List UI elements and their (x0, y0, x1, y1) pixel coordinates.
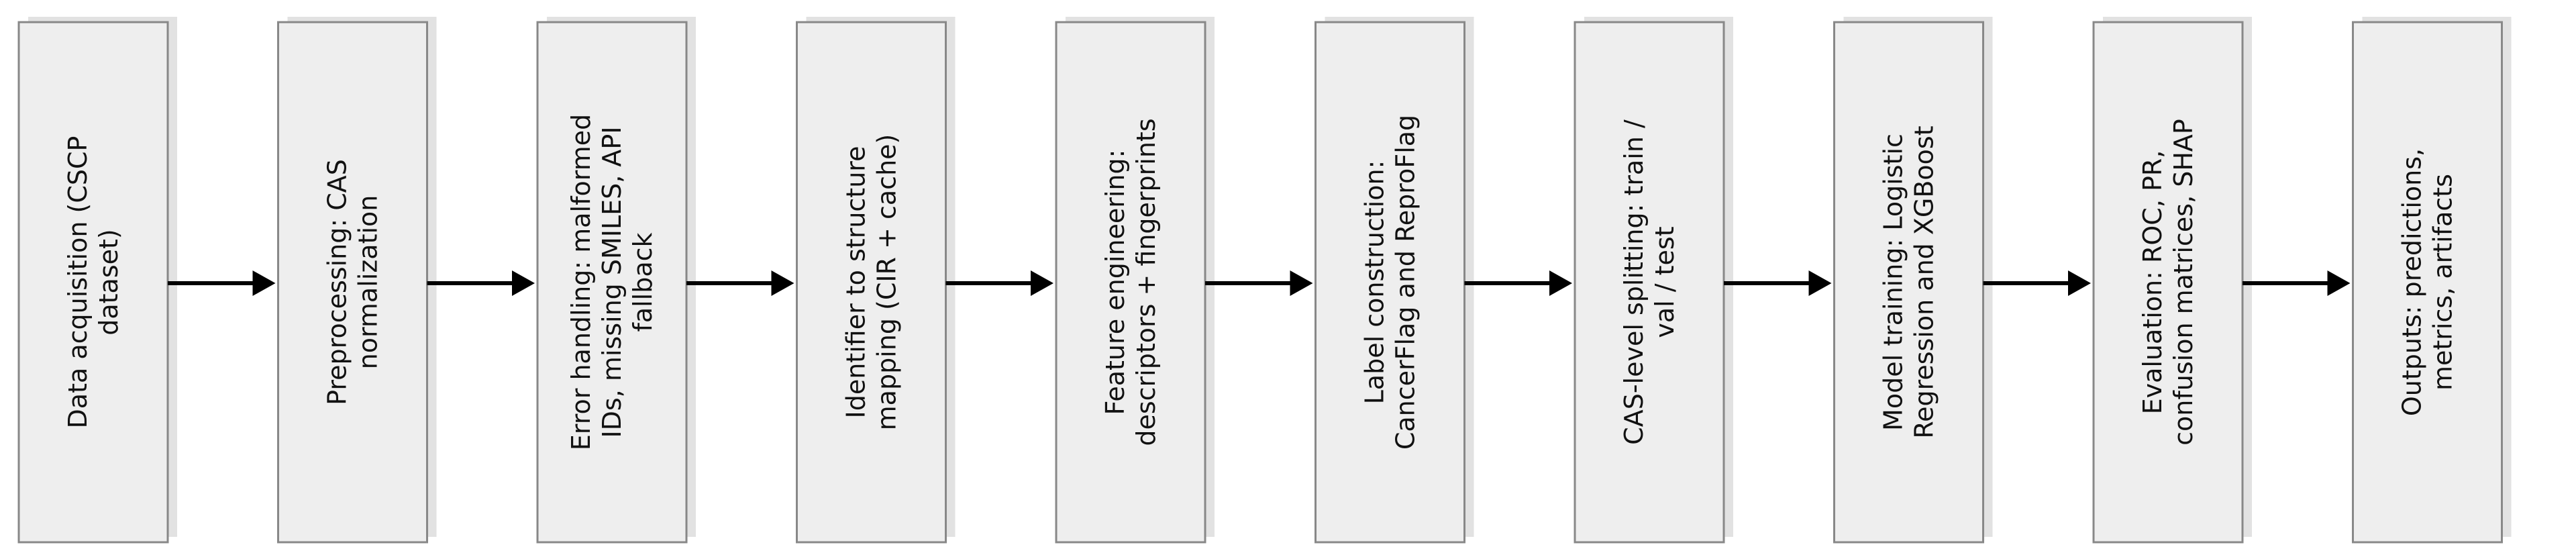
step-box (2092, 21, 2244, 544)
step-label-line: val / test (1650, 226, 1680, 338)
step-label-line: dataset) (94, 229, 123, 336)
step-label-line: metrics, artifacts (2428, 174, 2458, 391)
flow-arrow-2 (427, 270, 535, 296)
arrow-head (771, 270, 794, 296)
pipeline-step-6: Label construction:CancerFlag and ReproF… (1315, 17, 1474, 544)
arrow-head (2327, 270, 2351, 296)
pipeline-step-5: Feature engineering:descriptors + finger… (1055, 17, 1215, 544)
arrow-head (2068, 270, 2091, 296)
arrow-head (1549, 270, 1572, 296)
step-label-line: Outputs: predictions, (2398, 148, 2427, 416)
step-label: Preprocessing: CASnormalization (323, 159, 383, 405)
step-label: Feature engineering:descriptors + finger… (1100, 118, 1161, 446)
arrow-head (1290, 270, 1313, 296)
step-box (2352, 21, 2503, 544)
step-label: Data acquisition (CSCPdataset) (63, 136, 123, 429)
pipeline-step-3: Error handling: malformedIDs, missing SM… (536, 17, 696, 544)
step-label-line: descriptors + fingerprints (1131, 118, 1161, 446)
flow-arrow-7 (1724, 270, 1832, 296)
step-label-line: CAS-level splitting: train / (1619, 119, 1649, 445)
pipeline-step-10: Outputs: predictions,metrics, artifacts (2352, 17, 2512, 544)
flow-arrow-6 (1464, 270, 1572, 296)
step-box (1833, 21, 1984, 544)
step-label: Identifier to structuremapping (CIR + ca… (841, 134, 902, 431)
step-label: Error handling: malformedIDs, missing SM… (566, 114, 658, 450)
pipeline-step-1: Data acquisition (CSCPdataset) (17, 17, 177, 544)
arrow-head (512, 270, 535, 296)
pipeline-step-4: Identifier to structuremapping (CIR + ca… (796, 17, 956, 544)
pipeline-step-7: CAS-level splitting: train /val / test (1574, 17, 1733, 544)
step-label-line: Regression and XGBoost (1910, 125, 1939, 438)
step-label-line: fallback (628, 232, 658, 332)
flow-arrow-1 (168, 270, 276, 296)
step-label-line: IDs, missing SMILES, API (597, 126, 627, 438)
step-label-line: mapping (CIR + cache) (872, 134, 902, 431)
step-label: Label construction:CancerFlag and ReproF… (1360, 115, 1421, 450)
step-label: Outputs: predictions,metrics, artifacts (2398, 148, 2458, 416)
pipeline-arrows (168, 270, 2351, 296)
step-label: Model training: LogisticRegression and X… (1879, 125, 1939, 438)
step-label: CAS-level splitting: train /val / test (1619, 119, 1680, 445)
step-label-line: Data acquisition (CSCP (63, 136, 93, 429)
flow-arrow-4 (945, 270, 1053, 296)
step-label-line: Identifier to structure (841, 146, 871, 419)
step-box (17, 21, 169, 544)
step-label-line: Label construction: (1360, 160, 1390, 405)
step-label-line: Feature engineering: (1100, 150, 1130, 415)
step-label-line: confusion matrices, SHAP (2169, 119, 2198, 446)
step-label-line: CancerFlag and ReproFlag (1391, 115, 1421, 450)
step-label-line: Model training: Logistic (1879, 134, 1908, 431)
pipeline-step-8: Model training: LogisticRegression and X… (1833, 17, 1993, 544)
step-box (1574, 21, 1725, 544)
pipeline-step-9: Evaluation: ROC, PR,confusion matrices, … (2092, 17, 2252, 544)
step-label-line: Evaluation: ROC, PR, (2138, 150, 2167, 415)
flow-arrow-8 (1983, 270, 2091, 296)
pipeline-step-2: Preprocessing: CASnormalization (277, 17, 437, 544)
flow-arrow-9 (2243, 270, 2351, 296)
step-box (1055, 21, 1206, 544)
step-label-line: Preprocessing: CAS (323, 159, 352, 405)
step-box (1315, 21, 1465, 544)
arrow-head (1808, 270, 1832, 296)
step-label-line: normalization (354, 195, 383, 370)
step-label: Evaluation: ROC, PR,confusion matrices, … (2138, 119, 2198, 446)
step-box (277, 21, 428, 544)
arrow-head (252, 270, 276, 296)
flow-arrow-3 (686, 270, 794, 296)
pipeline-steps: Data acquisition (CSCPdataset) Preprocess… (17, 17, 2512, 544)
flow-arrow-5 (1205, 270, 1313, 296)
step-label-line: Error handling: malformed (566, 114, 596, 450)
step-box (796, 21, 947, 544)
arrow-head (1031, 270, 1053, 296)
